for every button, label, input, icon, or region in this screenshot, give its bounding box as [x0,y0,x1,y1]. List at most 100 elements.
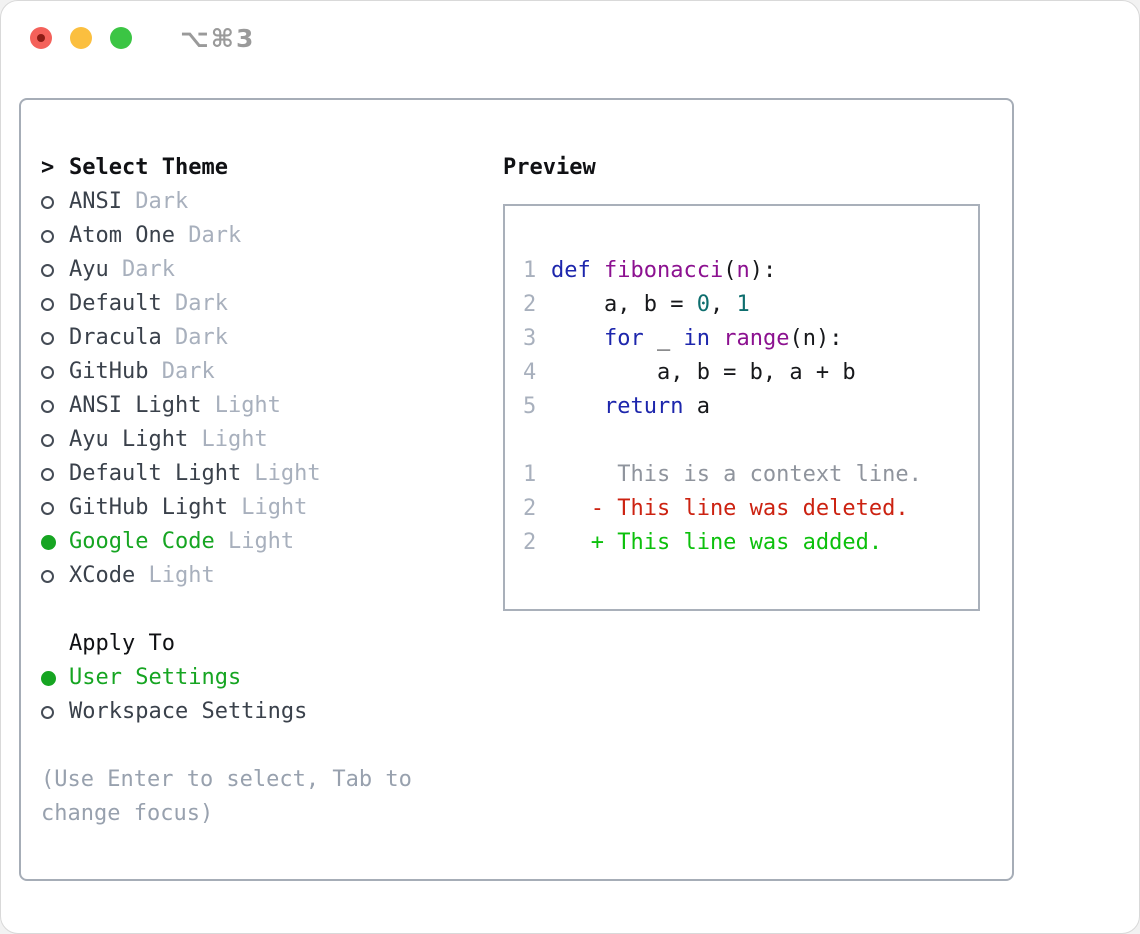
radio-dot [41,569,54,583]
code-token: This is a context line. [551,462,922,487]
radio-icon [41,365,69,379]
line-number: 2 [523,292,537,317]
radio-dot [41,331,54,345]
radio-dot [41,534,56,550]
theme-name: ANSI [69,189,122,214]
radio-dot [41,195,54,209]
theme-name: Ayu [69,257,109,282]
code-token: 1 [736,292,750,317]
code-token: for [603,326,644,351]
radio-dot [41,365,54,379]
theme-name: GitHub [69,359,149,384]
radio-dot [41,670,56,686]
theme-variant: Light [201,393,281,418]
code-line: 1 This is a context line. [523,458,978,492]
window-title: ⌥⌘3 [180,23,256,53]
code-token: a, b = b, a + b [551,360,856,385]
code-line: 4 a, b = b, a + b [523,356,978,390]
code-token: _ [643,326,684,351]
radio-dot [41,399,54,413]
radio-selected-icon [41,534,69,550]
code-line: 2 - This line was deleted. [523,492,978,526]
theme-item-ayu-light[interactable]: Ayu Light Light [41,423,481,457]
select-theme-header: > Select Theme [41,151,481,185]
code-token: fibonacci [604,258,724,283]
theme-variant: Light [135,563,215,588]
theme-item-ansi-light[interactable]: ANSI Light Light [41,389,481,423]
line-number: 1 [523,258,537,283]
theme-item-ayu[interactable]: Ayu Dark [41,253,481,287]
radio-dot [41,263,54,277]
code-line: 2 + This line was added. [523,526,978,560]
theme-item-default-light[interactable]: Default Light Light [41,457,481,491]
apply-option-label: User Settings [69,665,242,690]
radio-icon [41,297,69,311]
radio-icon [41,195,69,209]
radio-icon [41,433,69,447]
theme-variant: Light [214,529,295,554]
code-token [551,326,604,351]
code-token: a [683,394,710,419]
line-number: 1 [523,462,537,487]
line-number: 4 [523,360,537,385]
apply-option-workspace-settings[interactable]: Workspace Settings [41,695,481,729]
theme-name: Google Code [69,529,215,554]
radio-icon [41,229,69,243]
theme-item-atom-one[interactable]: Atom One Dark [41,219,481,253]
radio-icon [41,501,69,515]
close-button[interactable] [30,27,52,49]
theme-item-ansi[interactable]: ANSI Dark [41,185,481,219]
theme-name: Dracula [69,325,162,350]
line-number: 5 [523,394,537,419]
line-number: 2 [523,496,537,521]
radio-dot [41,501,54,515]
theme-item-github-light[interactable]: GitHub Light Light [41,491,481,525]
code-line: 5 return a [523,390,978,424]
radio-dot [41,297,54,311]
theme-name: ANSI Light [69,393,202,418]
radio-dot [41,229,54,243]
divider-space [41,729,481,763]
theme-variant: Dark [174,223,242,248]
minimize-button[interactable] [70,27,92,49]
code-token: a, b = [551,292,697,317]
cursor-indicator: > [41,155,55,180]
radio-dot [41,705,54,719]
line-number: 2 [523,530,537,555]
theme-name: Atom One [69,223,175,248]
code-token: - This line was deleted. [551,496,909,521]
apply-option-user-settings[interactable]: User Settings [41,661,481,695]
theme-item-default[interactable]: Default Dark [41,287,481,321]
theme-name: Default Light [69,461,242,486]
radio-icon [41,263,69,277]
theme-variant: Light [188,427,268,452]
theme-item-google-code[interactable]: Google Code Light [41,525,481,559]
theme-item-github[interactable]: GitHub Dark [41,355,481,389]
divider-space [41,593,481,627]
theme-variant: Dark [161,291,228,316]
code-token: (n): [789,326,843,351]
select-theme-title: Select Theme [69,155,228,180]
code-token: in [683,326,710,351]
theme-name: GitHub Light [69,495,228,520]
theme-variant: Light [241,461,321,486]
radio-icon [41,331,69,345]
code-token: return [603,394,684,419]
theme-item-dracula[interactable]: Dracula Dark [41,321,481,355]
radio-icon [41,467,69,481]
radio-icon [41,399,69,413]
code-token [591,258,604,283]
code-token: def [551,258,591,283]
line-number: 3 [523,326,537,351]
zoom-button[interactable] [110,27,132,49]
code-token: + This line was added. [551,530,883,555]
radio-dot [41,467,54,481]
theme-item-xcode[interactable]: XCode Light [41,559,481,593]
